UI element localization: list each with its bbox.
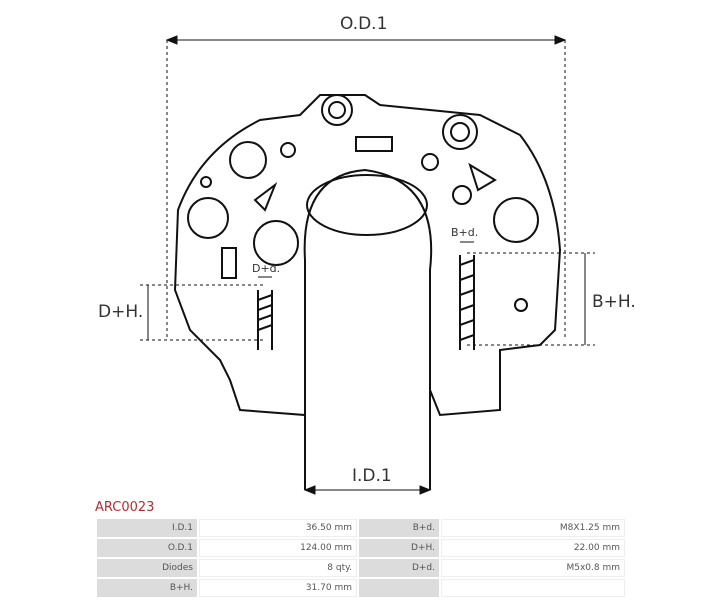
spec-value xyxy=(441,579,625,597)
spec-label: I.D.1 xyxy=(97,519,197,537)
spec-row: B+H.31.70 mm xyxy=(97,579,625,597)
spec-value: 124.00 mm xyxy=(199,539,357,557)
spec-label xyxy=(359,579,439,597)
id-label: I.D.1 xyxy=(352,466,392,486)
rectifier-body xyxy=(173,94,562,490)
spec-label: B+d. xyxy=(359,519,439,537)
bd-label: B+d. xyxy=(451,226,479,239)
dimension-lines xyxy=(140,35,595,495)
spec-value: 36.50 mm xyxy=(199,519,357,537)
rectifier-drawing xyxy=(140,35,595,495)
spec-value: 31.70 mm xyxy=(199,579,357,597)
spec-label: D+d. xyxy=(359,559,439,577)
bh-label: B+H. xyxy=(592,292,636,312)
dd-label: D+d. xyxy=(252,262,281,275)
dh-label: D+H. xyxy=(98,302,144,322)
spec-label: O.D.1 xyxy=(97,539,197,557)
spec-label: Diodes xyxy=(97,559,197,577)
product-code: ARC0023 xyxy=(95,500,155,515)
od-label: O.D.1 xyxy=(340,14,388,34)
spec-value: 22.00 mm xyxy=(441,539,625,557)
spec-label: B+H. xyxy=(97,579,197,597)
spec-value: M8X1.25 mm xyxy=(441,519,625,537)
spec-value: M5x0.8 mm xyxy=(441,559,625,577)
spec-label: D+H. xyxy=(359,539,439,557)
spec-value: 8 qty. xyxy=(199,559,357,577)
